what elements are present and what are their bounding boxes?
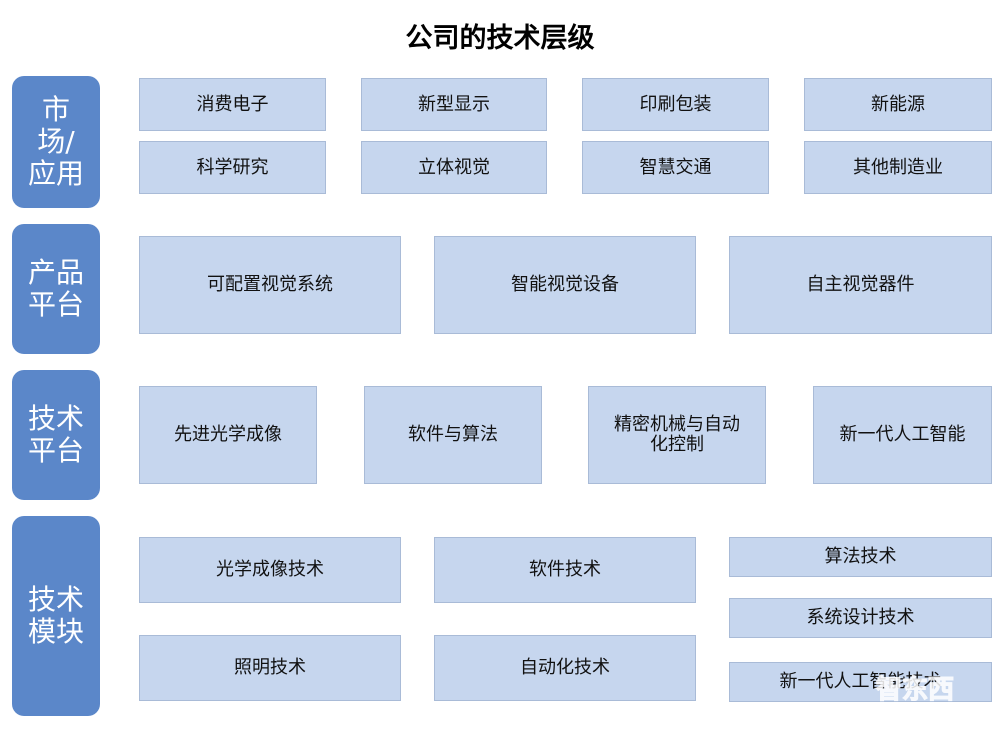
row-label-product: 产品平台	[12, 224, 100, 354]
tech-platform-item: 新一代人工智能	[813, 386, 992, 484]
market-item: 智慧交通	[582, 141, 769, 194]
market-item: 新型显示	[361, 78, 547, 131]
market-item: 其他制造业	[804, 141, 992, 194]
row-label-text: 技术平台	[27, 402, 84, 467]
row-label-market: 市场/应用	[12, 76, 100, 208]
market-item: 科学研究	[139, 141, 326, 194]
row-label-text: 产品平台	[27, 256, 84, 321]
market-item: 立体视觉	[361, 141, 547, 194]
tech-module-item: 软件技术	[434, 537, 696, 603]
market-item: 印刷包装	[582, 78, 769, 131]
tech-platform-item: 精密机械与自动化控制	[588, 386, 766, 484]
market-item: 新能源	[804, 78, 992, 131]
tech-module-item: 新一代人工智能技术	[729, 662, 992, 702]
page-title: 公司的技术层级	[405, 23, 595, 54]
tech-module-item: 算法技术	[729, 537, 992, 577]
market-item: 消费电子	[139, 78, 326, 131]
tech-platform-item: 软件与算法	[364, 386, 542, 484]
product-item: 可配置视觉系统	[139, 236, 401, 334]
tech-module-item: 系统设计技术	[729, 598, 992, 638]
row-label-tech-module: 技术模块	[12, 516, 100, 716]
product-item: 自主视觉器件	[729, 236, 992, 334]
tech-platform-item: 先进光学成像	[139, 386, 317, 484]
row-label-text: 技术模块	[27, 583, 84, 648]
tech-module-item: 光学成像技术	[139, 537, 401, 603]
row-label-text: 市场/应用	[27, 93, 84, 190]
row-label-tech-platform: 技术平台	[12, 370, 100, 500]
svg-text:zhidx.com: zhidx.com	[874, 704, 956, 714]
tech-module-item: 自动化技术	[434, 635, 696, 701]
tech-module-item: 照明技术	[139, 635, 401, 701]
product-item: 智能视觉设备	[434, 236, 696, 334]
